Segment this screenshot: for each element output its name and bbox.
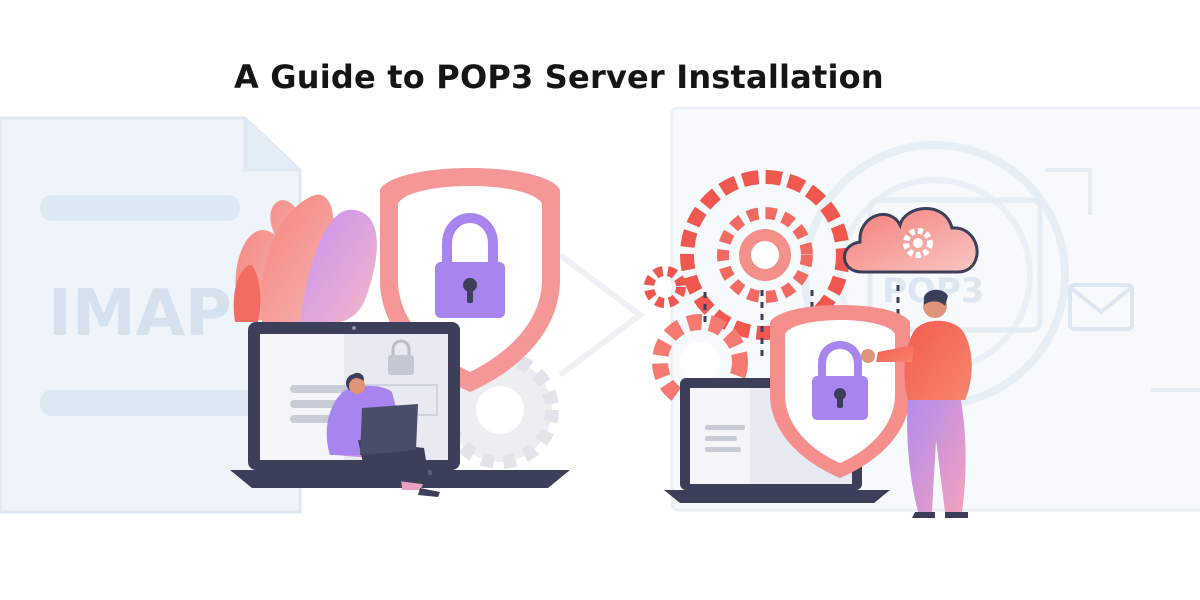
gear-dashed-ring-icon xyxy=(680,170,850,340)
arrow-ghost-icon xyxy=(558,252,645,378)
shield-lock-right-icon xyxy=(770,305,910,478)
page-title: A Guide to POP3 Server Installation xyxy=(234,58,884,96)
gear-lower-icon xyxy=(652,314,748,410)
padlock-right-icon xyxy=(812,340,868,420)
padlock-icon xyxy=(435,212,505,318)
small-padlock-icon xyxy=(388,339,414,375)
standing-person xyxy=(861,289,972,518)
cloud-gear-icon xyxy=(843,207,979,274)
decorative-leaves xyxy=(233,194,377,322)
person-with-laptop xyxy=(326,372,440,497)
imap-label: IMAP xyxy=(48,277,232,351)
envelope-icon xyxy=(1068,283,1134,331)
gear-small-icon xyxy=(644,266,686,308)
dashed-connectors xyxy=(703,285,900,360)
